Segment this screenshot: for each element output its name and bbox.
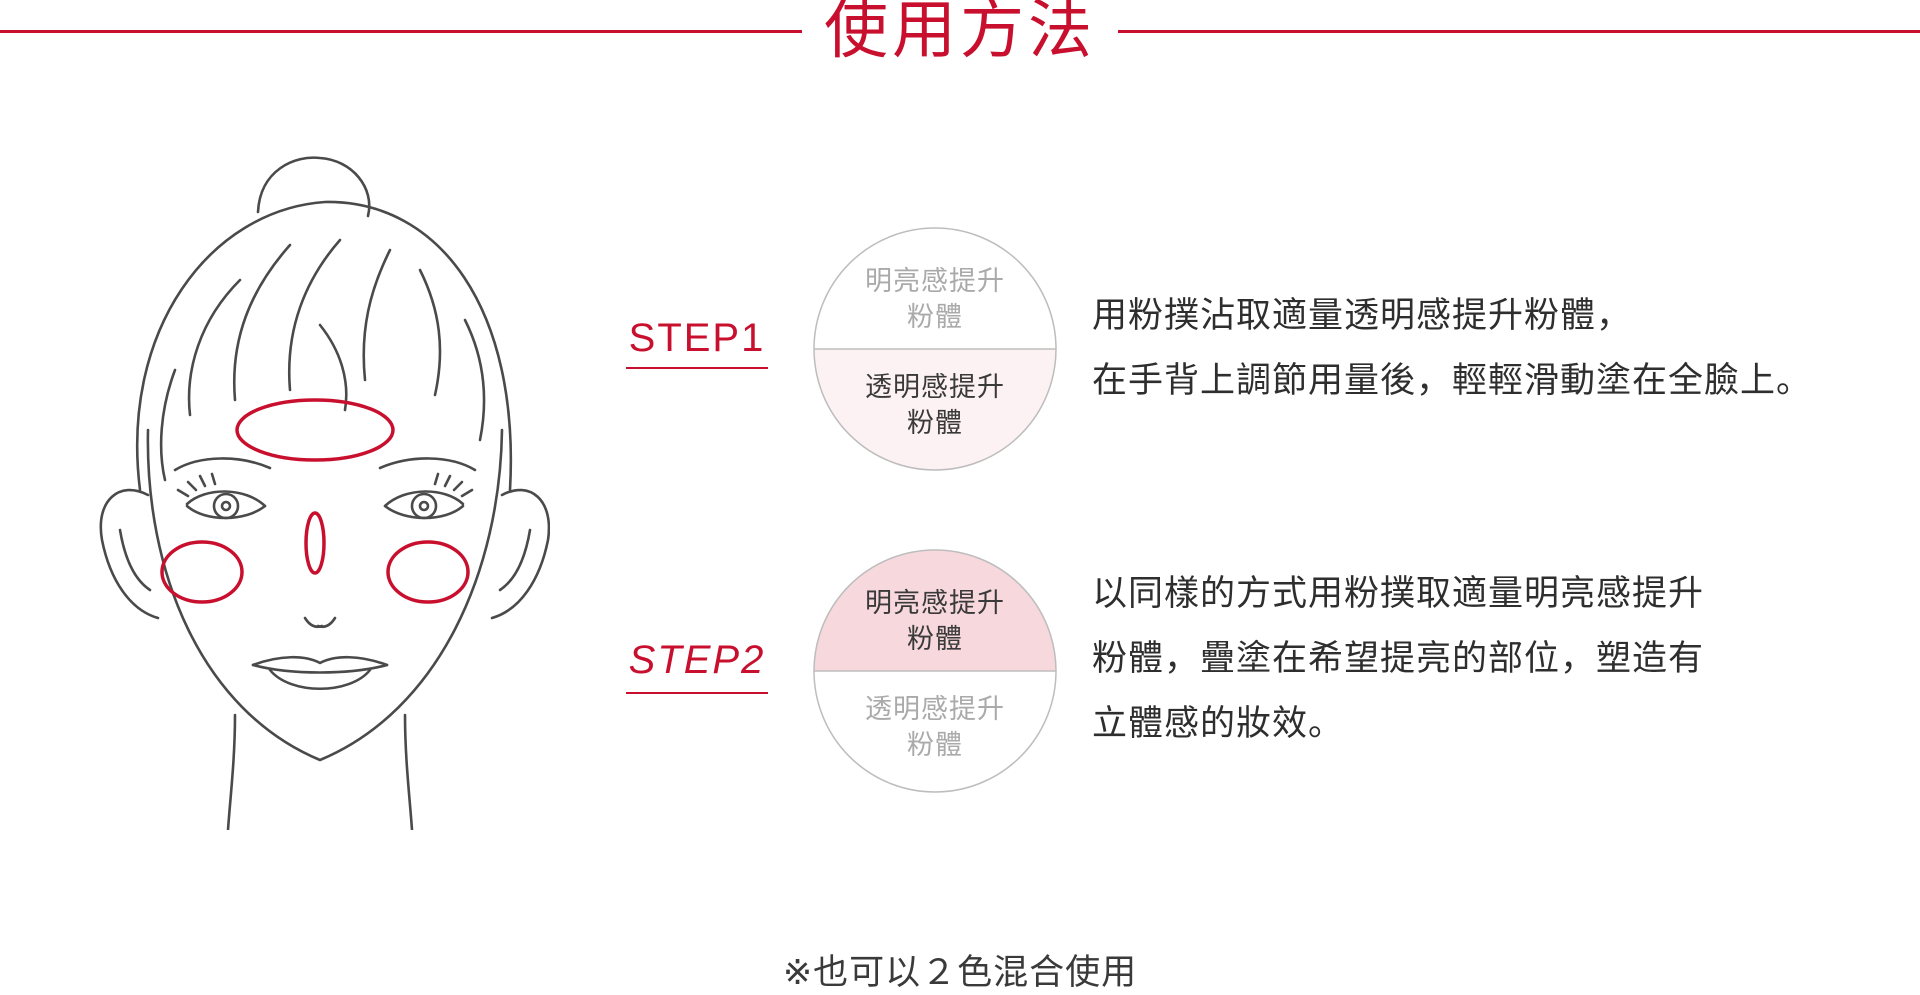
highlight-zones [160,398,470,604]
header-rule-left [0,30,802,33]
face-line-art [99,156,550,830]
step2-puff-top-label: 明亮感提升 粉體 [865,588,1005,655]
step1-puff-diagram: 明亮感提升 粉體 透明感提升 粉體 [812,226,1058,472]
page-title: 使用方法 [824,0,1096,68]
section-header: 使用方法 [0,0,1920,70]
step1-label: STEP1 [628,316,766,360]
step2-underline [626,692,768,694]
step2-puff-bottom-label: 透明感提升 粉體 [865,694,1005,761]
step1-underline [626,367,768,369]
right-cheek-zone-marker [386,540,470,604]
step2-instructions: 以同樣的方式用粉撲取適量明亮感提升 粉體，疊塗在希望提亮的部位，塑造有 立體感的… [1092,574,1705,744]
header-rule-right [1118,30,1920,33]
step1-puff-top-label: 明亮感提升 粉體 [865,266,1005,333]
forehead-zone-marker [235,398,395,462]
face-illustration-icon [99,156,550,830]
footnote: ※也可以２色混合使用 [782,953,1138,993]
left-cheek-zone-marker [160,540,244,604]
step1-puff-circle [813,227,1057,471]
nose-zone-marker [304,511,326,575]
step1-instructions: 用粉撲沾取適量透明感提升粉體， 在手背上調節用量後，輕輕滑動塗在全臉上。 [1092,296,1813,401]
step2-puff-diagram: 明亮感提升 粉體 透明感提升 粉體 [812,548,1058,794]
step2-puff-circle [813,549,1057,793]
step1-puff-bottom-label: 透明感提升 粉體 [865,372,1005,439]
step2-label: STEP2 [628,638,766,682]
